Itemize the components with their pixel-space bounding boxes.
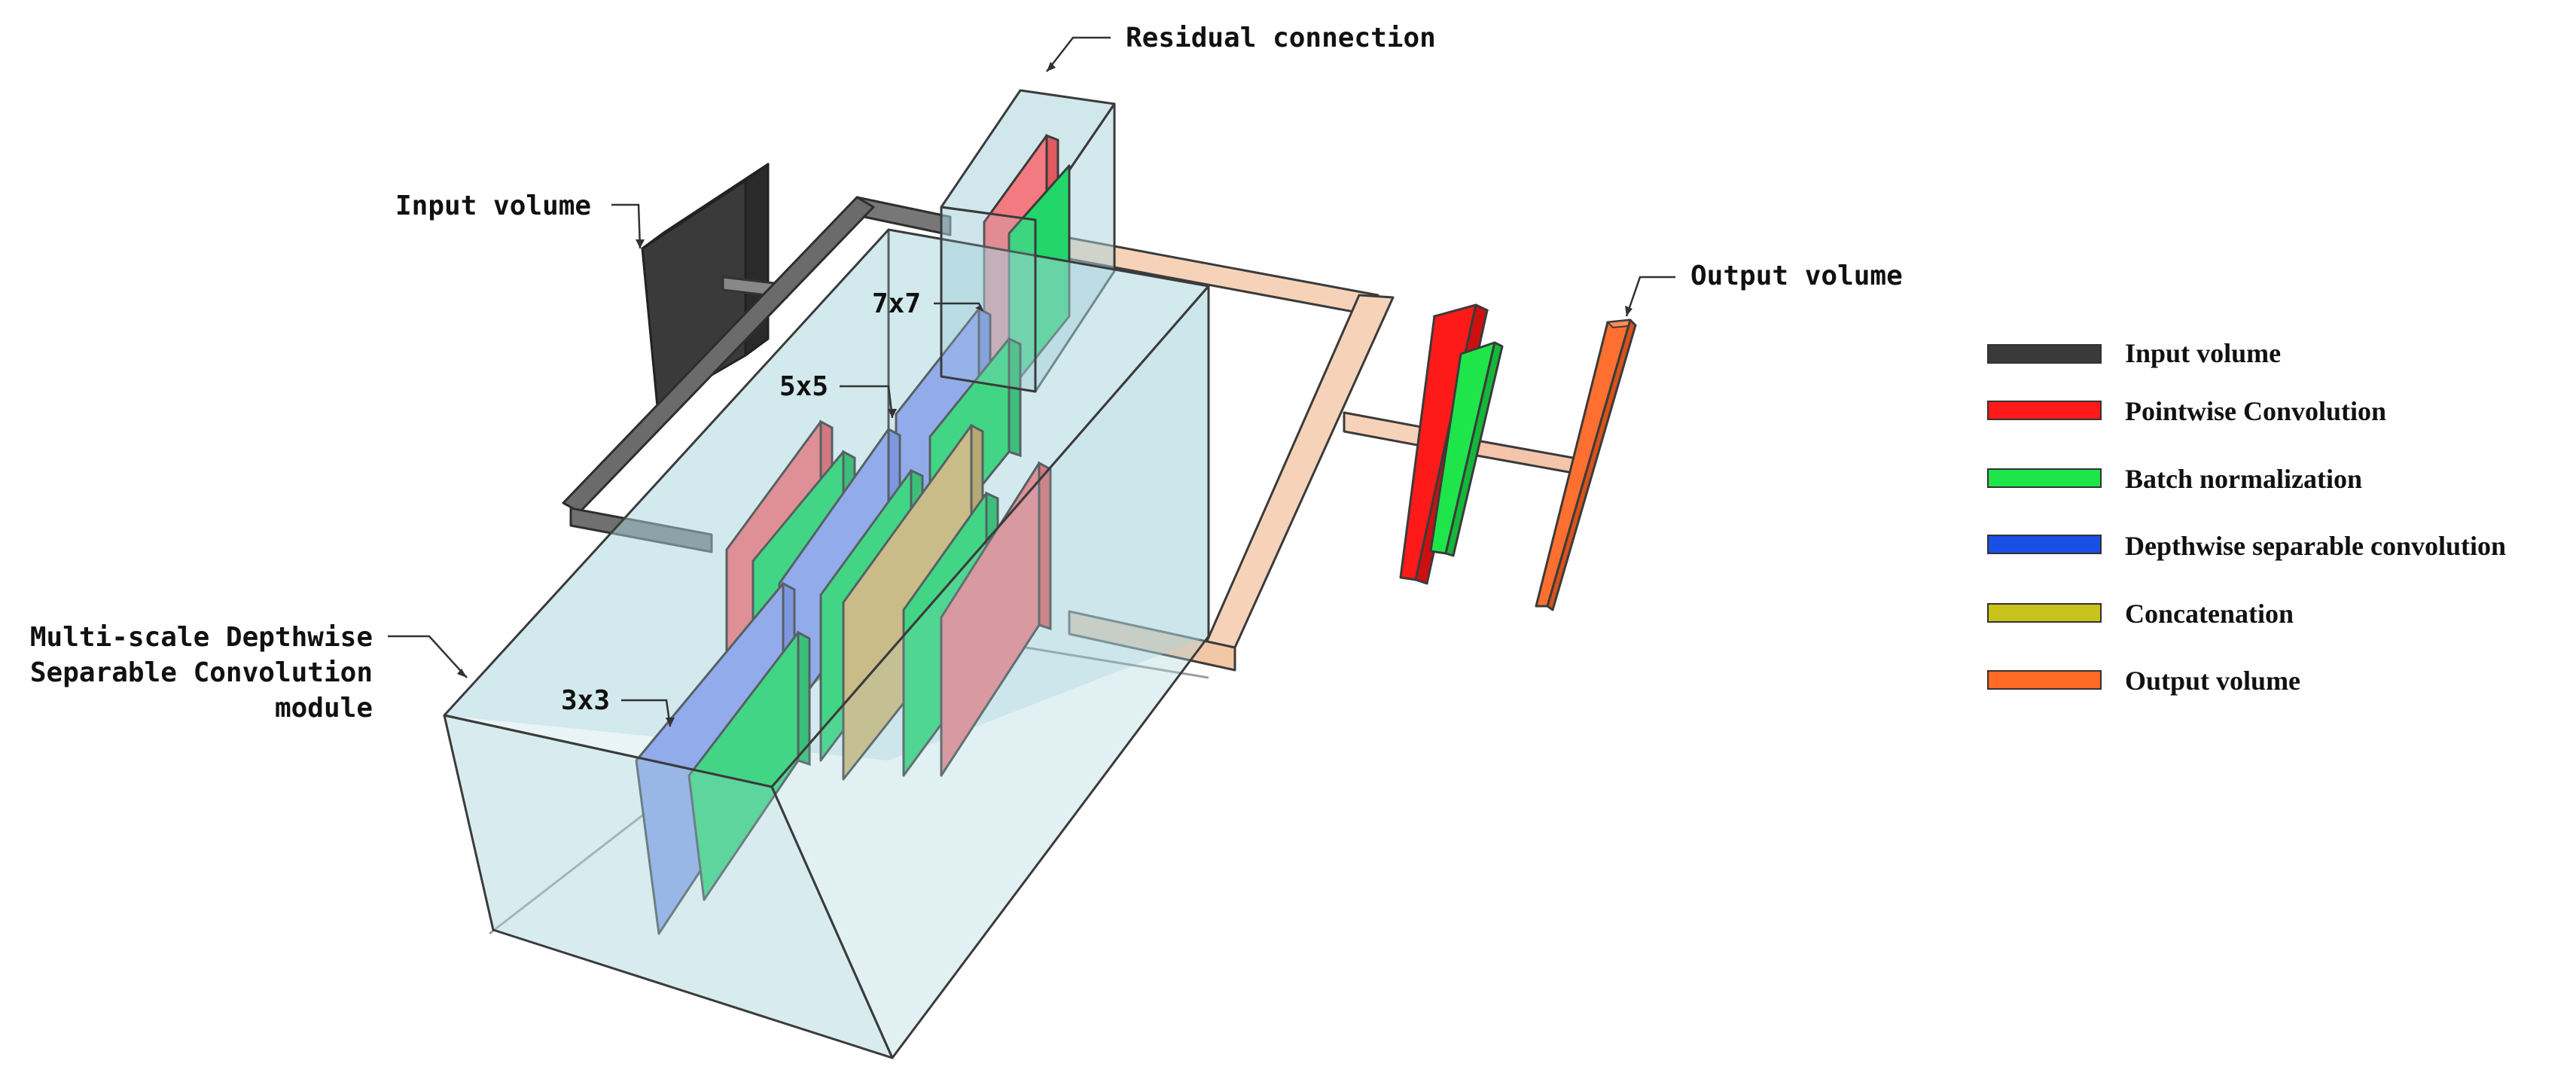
callout-labels: Residual connection Input volume Output … [30, 23, 1903, 724]
merge-batchnorm-slab [1429, 341, 1504, 557]
legend-swatch-batch-normalization [1987, 468, 2102, 488]
module-label-line1: Multi-scale Depthwise [30, 622, 373, 653]
legend-label-output-volume: Output volume [2125, 666, 2300, 696]
residual-connection-label: Residual connection [1126, 23, 1436, 53]
legend-item-input-volume: Input volume [1987, 338, 2281, 368]
module-slabs [635, 306, 1052, 935]
module-box-front [443, 228, 1210, 1059]
legend-swatch-output-volume [1987, 670, 2102, 690]
legend-item-pointwise-convolution: Pointwise Convolution [1987, 396, 2386, 426]
residual-pipe [1064, 236, 1583, 672]
legend-swatch-input-volume [1987, 344, 2102, 364]
legend-swatch-pointwise-convolution [1987, 401, 2102, 420]
module-label-line3: module [275, 693, 373, 724]
legend-label-batch-normalization: Batch normalization [2125, 464, 2362, 494]
legend-label-pointwise-convolution: Pointwise Convolution [2125, 396, 2386, 426]
residual-box-front [940, 206, 1037, 393]
output-volume-label: Output volume [1690, 261, 1903, 291]
legend-item-batch-normalization: Batch normalization [1987, 464, 2362, 494]
legend-label-depthwise-separable-convolution: Depthwise separable convolution [2125, 531, 2506, 561]
kernel-3x3-label: 3x3 [561, 685, 610, 716]
legend-item-depthwise-separable-convolution: Depthwise separable convolution [1987, 531, 2506, 561]
legend-item-output-volume: Output volume [1987, 666, 2300, 696]
leader-lines [388, 36, 1675, 727]
kernel-7x7-label: 7x7 [872, 288, 921, 319]
legend: Input volume Pointwise Convolution Batch… [1987, 338, 2506, 696]
legend-label-concatenation: Concatenation [2125, 599, 2294, 629]
legend-swatch-depthwise-separable-convolution [1987, 535, 2102, 554]
input-pipe [562, 196, 952, 553]
input-volume-label: Input volume [395, 190, 591, 221]
kernel-5x5-label: 5x5 [779, 371, 828, 402]
legend-item-concatenation: Concatenation [1987, 599, 2294, 629]
output-volume-slab [1535, 318, 1638, 611]
legend-swatch-concatenation [1987, 603, 2102, 623]
module-label-line2: Separable Convolution [30, 657, 373, 688]
legend-label-input-volume: Input volume [2125, 338, 2281, 368]
